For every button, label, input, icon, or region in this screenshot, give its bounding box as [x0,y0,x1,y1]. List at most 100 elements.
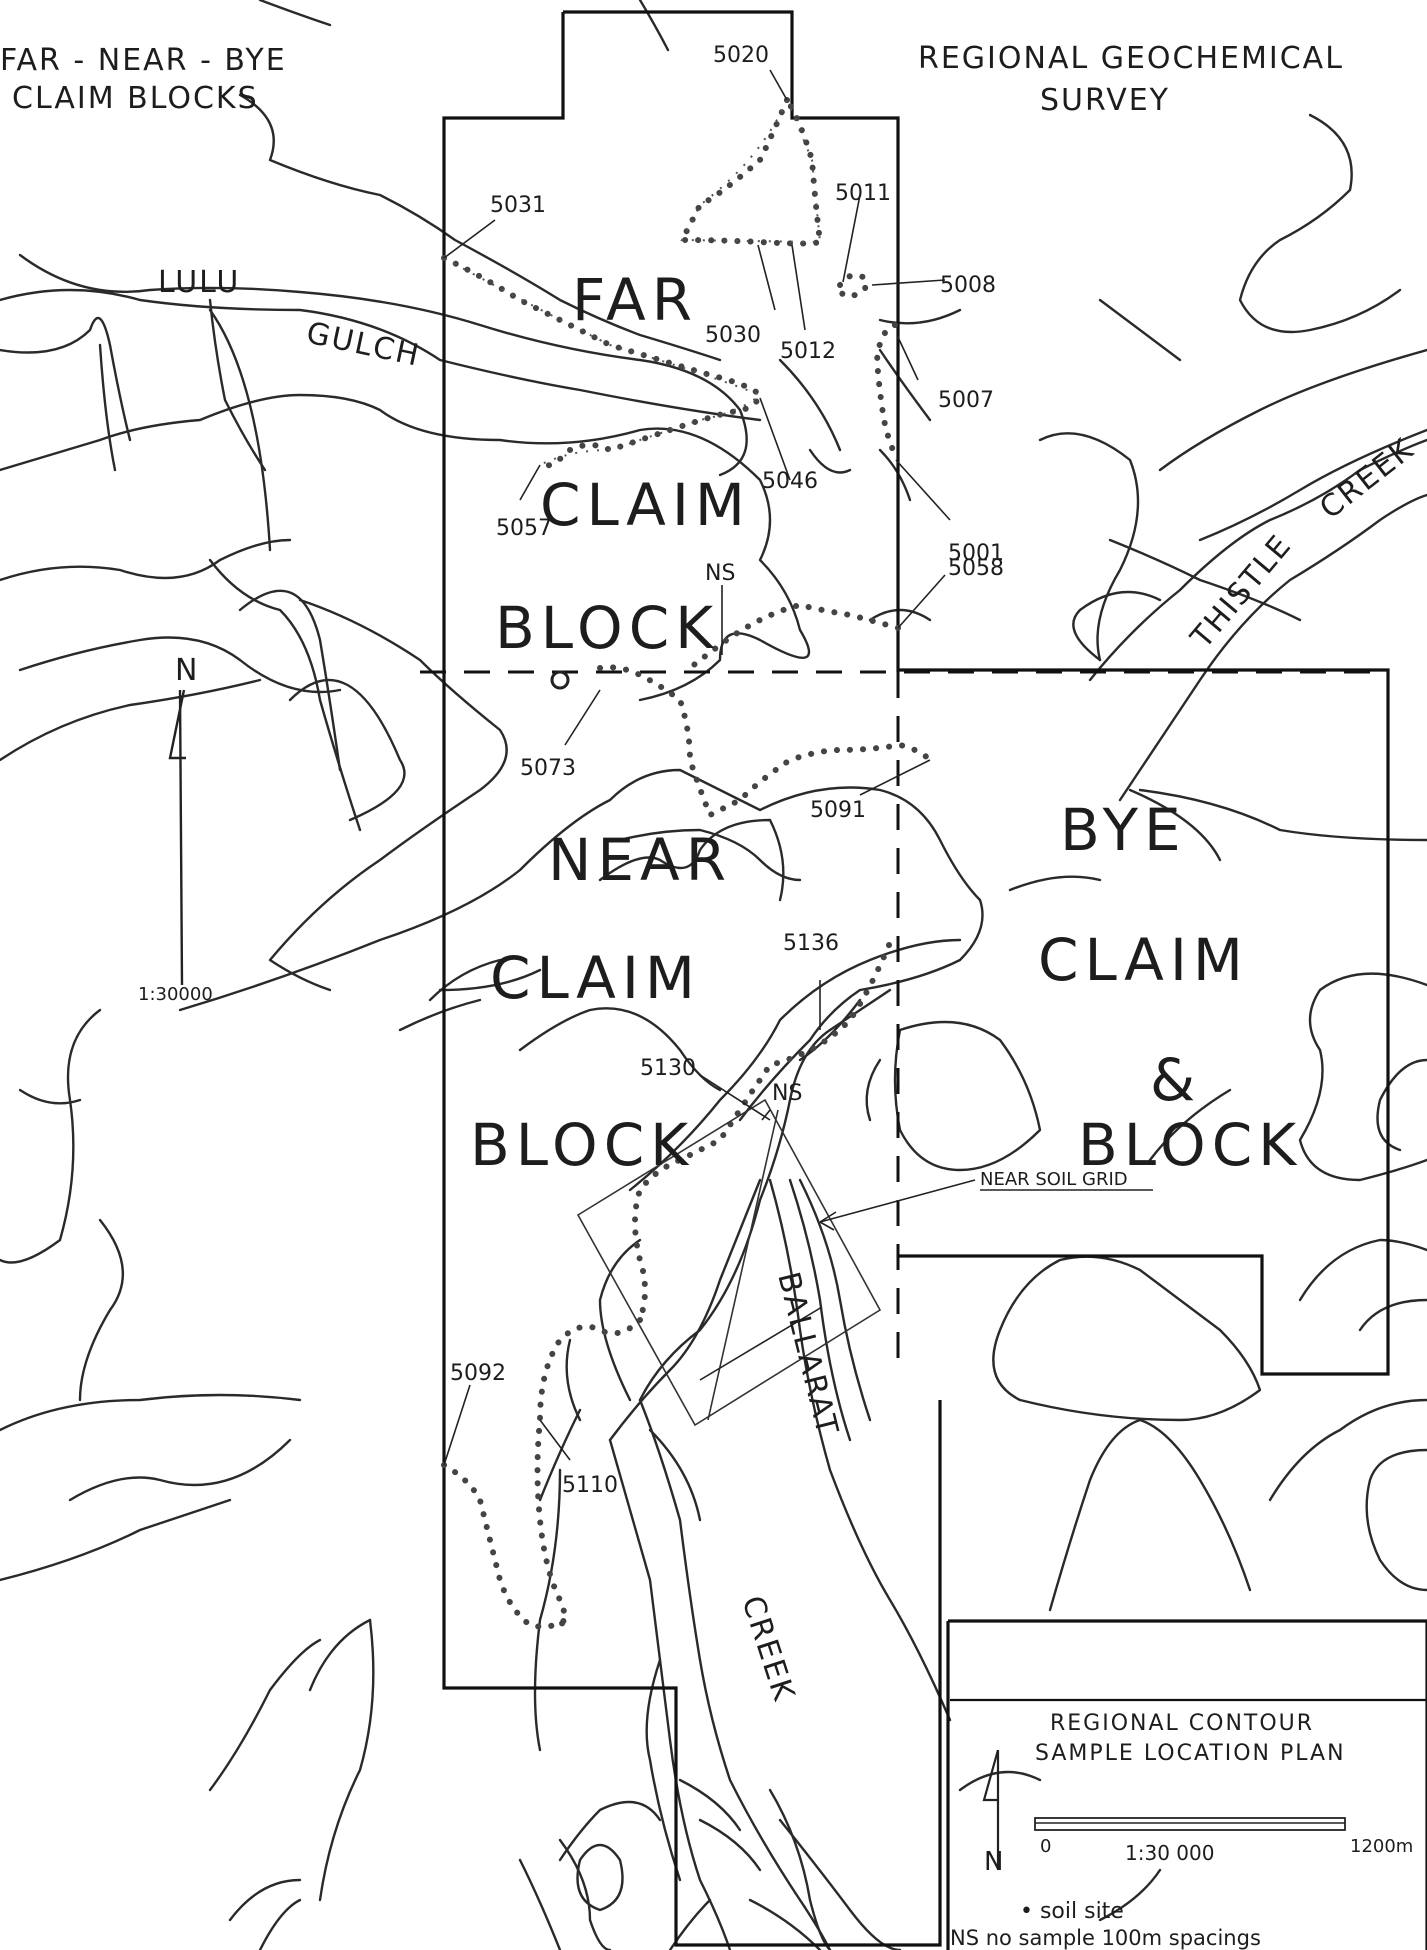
contour-line [78,1218,125,1402]
contour-line [1038,432,1140,662]
contour-line [98,343,117,472]
contour-line [618,828,802,882]
contour-line [0,1498,232,1582]
legend: REGIONAL CONTOUR SAMPLE LOCATION PLAN N … [950,1711,1413,1950]
contour-line [1138,788,1427,842]
far-block-label: BLOCK [495,594,719,662]
contour-line [438,968,542,992]
contour-line [208,558,362,832]
creek-top-label: CREEK [1313,431,1421,526]
contour-line [648,1428,702,1522]
title-right-line1: REGIONAL GEOCHEMICAL [918,41,1344,76]
contour-line [258,0,332,27]
sample-leaders [443,69,951,1466]
soil-grid-arrow [819,1179,976,1231]
bye-block-label: BLOCK [1078,1111,1302,1179]
contour-line [638,0,670,52]
sample-label: 5031 [490,193,546,218]
contour-line [678,1778,742,1832]
contour-line [1088,438,1427,682]
sample-traverse-far-line [443,257,762,466]
contour-line [1098,298,1182,362]
contour-line [258,1898,302,1950]
ns-label: NS [772,1081,802,1106]
contour-line [868,608,932,622]
sample-traverse-5008 [837,272,870,300]
contour-line [1072,590,1162,662]
legend-title-line2: SAMPLE LOCATION PLAN [1035,1741,1346,1766]
contour-line [878,448,912,502]
far-claim-label: CLAIM [540,471,751,539]
contour-line [798,1178,872,1422]
contour-line [1298,972,1427,1182]
legend-title-line1: REGIONAL CONTOUR [1050,1711,1314,1736]
contour-line [878,308,962,325]
contour-line [698,1818,762,1872]
contour-line [0,678,262,762]
north-label: N [175,653,199,688]
bye-label: BYE [1060,796,1187,864]
contour-line [1238,113,1402,334]
sample-label: 5073 [520,756,576,781]
contour-line [208,1638,322,1792]
contour-line [1108,538,1302,622]
contour-line [1048,1418,1252,1612]
north-arrow: N 1:30000 [138,653,213,1005]
near-claim-label: CLAIM [490,944,701,1012]
title-left-line1: FAR - NEAR - BYE [0,43,287,78]
contour-line [1158,348,1427,472]
contour-line [0,393,811,702]
contour-line [638,1398,832,1950]
contour-line [18,1088,82,1105]
contour-line [538,1408,582,1502]
legend-scale-bar: 0 1:30 000 1200m [1034,1817,1413,1865]
contour-line [878,348,932,422]
contour-line [788,1178,852,1442]
soil-grid-label: NEAR SOIL GRID [980,1169,1128,1190]
contour-line [1376,1058,1427,1152]
contour-line [768,1788,832,1950]
contour-line [518,1858,562,1950]
contour-line [1358,1298,1427,1332]
contour-line [1298,1238,1427,1302]
contour-line [958,1770,1042,1792]
contour-line [178,768,984,1122]
contour-line [638,988,892,1402]
contour-line [208,308,272,552]
contour-line [558,1800,662,1862]
contour-line [608,1178,762,1442]
legend-scale-ratio: 1:30 000 [1125,1841,1214,1865]
far-label: FAR [572,266,698,334]
contour-line [608,1438,732,1950]
bye-amp-label: & [1150,1046,1201,1114]
lulu-label: LULU [158,265,240,300]
creek-bottom-label: CREEK [734,1592,801,1707]
sample-traverses [441,97,933,1633]
far-claim-boundary [563,10,900,672]
near-label: NEAR [548,826,732,894]
contour-line [18,253,748,477]
contour-line [1198,428,1427,542]
contour-line [992,1255,1262,1422]
sample-traverse-far [441,255,764,469]
map-labels: FAR - NEAR - BYE CLAIM BLOCKS REGIONAL G… [0,41,1421,1706]
sample-traverse-5007 [873,322,899,463]
contour-line [778,358,842,452]
contour-line [1128,788,1222,862]
soil-grid-leader [699,1306,823,1381]
sample-traverse-near-north [597,664,933,820]
near-block-label: BLOCK [470,1111,694,1179]
legend-scale-start: 0 [1040,1836,1051,1857]
sample-traverse-5092 [441,1462,568,1630]
contour-line [398,998,482,1032]
contour-line [565,1338,582,1422]
contour-line [428,958,502,1002]
contour-line [0,1393,302,1432]
contour-line [228,1878,302,1922]
contour-line [0,316,132,442]
near-soil-grid [576,1098,1153,1427]
contour-line [308,1618,372,1692]
sample-traverse-far-triangle-line [680,97,822,244]
